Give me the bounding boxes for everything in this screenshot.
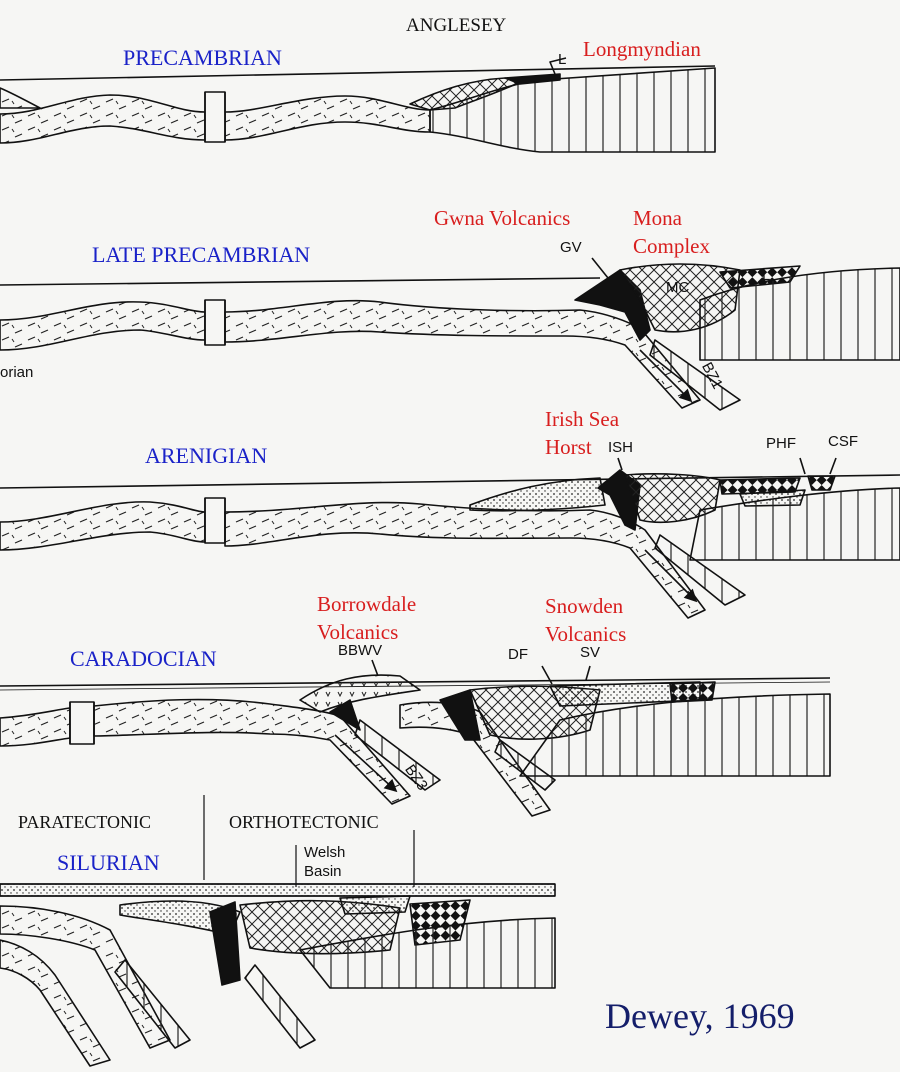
crust-layer: [0, 707, 71, 747]
subducting-slab-arrow: [644, 549, 698, 603]
code-sv: SV: [580, 644, 601, 661]
label-irish-sea: Irish Sea: [545, 407, 620, 431]
crust-layer-right: [224, 95, 431, 141]
gv-pointer: [591, 257, 609, 279]
label-longmyndian: Longmyndian: [583, 37, 701, 61]
sea-level-line: [0, 474, 900, 489]
gap-marker: [204, 299, 226, 346]
slab: [654, 534, 746, 606]
label-snowden: Snowden: [545, 594, 624, 618]
label-horst: Horst: [545, 435, 592, 459]
irish-sea-horst: [624, 473, 721, 524]
crust-wedge-left: [0, 87, 41, 109]
silurian-cover: [0, 883, 556, 897]
panel-silurian: [0, 795, 556, 1067]
crust-layer: [0, 301, 206, 351]
citation-credit: Dewey, 1969: [605, 996, 795, 1036]
label-borrowdale: Borrowdale: [317, 592, 417, 616]
code-mc: MC: [666, 279, 690, 296]
code-phf: PHF: [766, 435, 796, 452]
panel-caradocian: [0, 659, 831, 817]
silurian-dots-right: [339, 895, 411, 915]
panel-precambrian: [0, 57, 716, 153]
code-basin: Basin: [304, 863, 342, 880]
subducting-slab-arrow: [334, 734, 398, 793]
csf-checker: [807, 475, 836, 491]
bbwv-pointer: [371, 659, 379, 677]
continent-basement: [519, 693, 831, 777]
anglesey-header: ANGLESEY: [406, 15, 507, 36]
crust-layer: [0, 905, 171, 1049]
silurian-black: [209, 901, 241, 986]
code-ish: ISH: [608, 439, 634, 456]
df-pointer: [541, 665, 553, 685]
label-gwna-volcanics: Gwna Volcanics: [434, 206, 571, 230]
code-csf: CSF: [828, 433, 858, 450]
code-welsh: Welsh: [304, 844, 346, 861]
crust-layer-right: [93, 698, 411, 805]
sediment-wedge: [469, 477, 606, 512]
label-volcanics-borrowdale: Volcanics: [317, 620, 399, 644]
panel-arenigian: [0, 457, 900, 619]
bbwv-black: [329, 699, 361, 731]
second-slab: [399, 701, 551, 817]
snowden-black: [439, 689, 481, 741]
csf-pointer: [829, 457, 837, 475]
continent-basement: [689, 487, 900, 561]
code-l-late: L: [762, 267, 771, 284]
subducting-slab-arrow: [639, 349, 693, 403]
crust-layer-right: [224, 501, 706, 619]
crust-layer: [0, 501, 206, 551]
slab-bz1: [649, 339, 741, 411]
period-label-caradocian: CARADOCIAN: [70, 646, 217, 671]
sea-level-line: [0, 65, 716, 81]
code-orian: orian: [0, 364, 34, 381]
paratectonic-header: PARATECTONIC: [18, 812, 152, 832]
sv-pointer: [585, 665, 591, 681]
period-label-arenigian: ARENIGIAN: [145, 443, 268, 468]
orthotectonic-header: ORTHOTECTONIC: [229, 812, 379, 832]
phf-pointer: [799, 457, 806, 475]
period-label-precambrian: PRECAMBRIAN: [123, 45, 282, 70]
sea-level-line: [0, 677, 831, 687]
label-mona: Mona: [633, 206, 682, 230]
continent-basement: [299, 917, 556, 989]
longmyndian-pointer: [549, 57, 567, 75]
continent-basement: [429, 67, 716, 153]
period-label-silurian: SILURIAN: [57, 850, 160, 875]
code-l-precambrian: L: [558, 51, 567, 68]
slab-bz3: [354, 719, 441, 791]
code-gv: GV: [560, 239, 582, 256]
label-volcanics-snowden: Volcanics: [545, 622, 627, 646]
code-df: DF: [508, 646, 528, 663]
label-complex: Complex: [633, 234, 710, 258]
crust-layer-2: [0, 939, 111, 1067]
crust-layer-right: [224, 299, 701, 409]
longmyndian-sediments: [504, 73, 561, 85]
gap-marker: [69, 701, 95, 745]
ish-pointer: [617, 457, 623, 471]
slab-lines-2: [244, 964, 316, 1049]
gap-marker: [204, 497, 226, 544]
panel-late-precambrian: [0, 257, 900, 411]
code-bbwv: BBWV: [338, 642, 383, 659]
slab-lines: [114, 959, 191, 1049]
period-label-late-precambrian: LATE PRECAMBRIAN: [92, 242, 311, 267]
gap-marker: [204, 91, 226, 143]
sea-level-line: [0, 277, 601, 286]
